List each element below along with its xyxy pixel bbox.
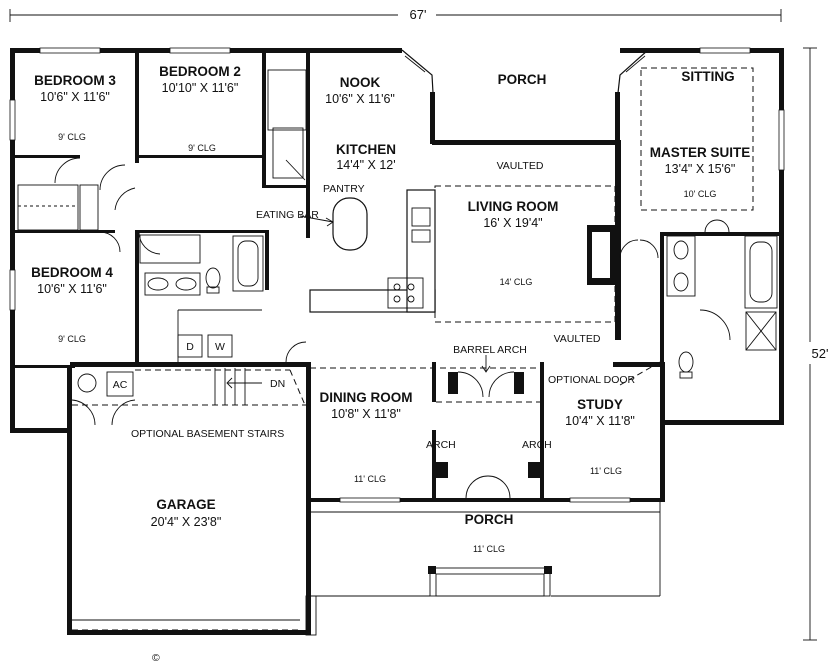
kitchen-fixtures — [299, 189, 436, 313]
windows — [9, 47, 785, 503]
arch-label-left: ARCH — [426, 439, 456, 451]
laundry: D W — [177, 309, 307, 363]
room-bedroom-2-ceiling: 9' CLG — [188, 143, 216, 153]
room-bedroom-4-size: 10'6" X 11'6" — [37, 282, 107, 296]
room-rear-porch-name: PORCH — [498, 72, 547, 87]
optional-door-label: OPTIONAL DOOR — [548, 374, 636, 386]
room-sitting: SITTING — [681, 69, 734, 84]
depth-dimension: 52' — [803, 47, 829, 641]
room-bedroom-4-name: BEDROOM 4 — [31, 265, 113, 280]
room-dining-room-name: DINING ROOM — [320, 390, 413, 405]
room-sitting-name: SITTING — [681, 69, 734, 84]
dryer-label: D — [186, 341, 194, 353]
garage-door — [72, 619, 300, 631]
bedroom-hall-closets — [17, 69, 307, 255]
room-kitchen-name: KITCHEN — [336, 142, 396, 157]
front-entry — [310, 355, 540, 499]
room-garage: GARAGE 20'4" X 23'8" — [151, 497, 222, 529]
room-front-porch-ceiling: 11' CLG — [473, 544, 505, 554]
width-dimension: 67' — [9, 7, 782, 22]
room-bedroom-2-size: 10'10" X 11'6" — [162, 81, 239, 95]
room-bedroom-4: BEDROOM 4 10'6" X 11'6" 9' CLG — [31, 265, 113, 344]
basement-stairs — [72, 368, 310, 406]
room-garage-size: 20'4" X 23'8" — [151, 515, 222, 529]
front-porch-details — [305, 502, 661, 636]
room-study-ceiling: 11' CLG — [590, 466, 622, 476]
bay-window-sitting — [617, 49, 649, 94]
arch-label-right: ARCH — [522, 439, 552, 451]
room-rear-porch: PORCH — [498, 72, 547, 87]
vaulted-label-lower: VAULTED — [554, 333, 601, 345]
mechanical: AC — [71, 371, 136, 426]
room-labels: BEDROOM 3 10'6" X 11'6" 9' CLG BEDROOM 2 10'… — [31, 64, 750, 554]
living-room-details — [434, 67, 754, 323]
room-bedroom-2-name: BEDROOM 2 — [159, 64, 241, 79]
room-kitchen-size: 14'4" X 12' — [336, 158, 395, 172]
interior-walls — [15, 53, 779, 498]
ac-label: AC — [113, 379, 128, 391]
down-label: DN — [270, 378, 285, 390]
room-living-room-name: LIVING ROOM — [468, 199, 559, 214]
washer-label: W — [215, 341, 225, 353]
barrel-arch-label: BARREL ARCH — [453, 344, 527, 356]
copyright-mark: © — [152, 652, 160, 664]
room-master-suite: MASTER SUITE 13'4" X 15'6" 10' CLG — [650, 145, 751, 199]
room-study-name: STUDY — [577, 397, 623, 412]
room-nook-name: NOOK — [340, 75, 381, 90]
room-front-porch: PORCH 11' CLG — [465, 512, 514, 554]
room-bedroom-3-size: 10'6" X 11'6" — [40, 90, 110, 104]
room-dining-room: DINING ROOM 10'8" X 11'8" 11' CLG — [320, 390, 413, 484]
misc-labels: PANTRY EATING BAR VAULTED VAULTED BARREL… — [131, 160, 636, 664]
room-study: STUDY 10'4" X 11'8" 11' CLG — [565, 397, 635, 476]
room-nook-size: 10'6" X 11'6" — [325, 92, 395, 106]
basement-stairs-label: OPTIONAL BASEMENT STAIRS — [131, 428, 284, 440]
hall-bath — [139, 234, 264, 296]
exterior-walls — [10, 48, 784, 635]
vaulted-label-upper: VAULTED — [497, 160, 544, 172]
room-living-room-size: 16' X 19'4" — [483, 216, 542, 230]
room-dining-room-size: 10'8" X 11'8" — [331, 407, 401, 421]
room-nook: NOOK 10'6" X 11'6" — [325, 75, 395, 106]
pantry-label: PANTRY — [323, 183, 365, 195]
room-master-suite-name: MASTER SUITE — [650, 145, 751, 160]
depth-label: 52' — [812, 346, 829, 361]
room-bedroom-4-ceiling: 9' CLG — [58, 334, 86, 344]
eating-bar-label: EATING BAR — [256, 209, 319, 221]
room-garage-name: GARAGE — [156, 497, 215, 512]
room-bedroom-3-ceiling: 9' CLG — [58, 132, 86, 142]
room-bedroom-3: BEDROOM 3 10'6" X 11'6" 9' CLG — [34, 73, 116, 142]
room-dining-room-ceiling: 11' CLG — [354, 474, 386, 484]
room-living-room-ceiling: 14' CLG — [500, 277, 533, 287]
room-master-suite-ceiling: 10' CLG — [684, 189, 717, 199]
room-front-porch-name: PORCH — [465, 512, 514, 527]
room-bedroom-3-name: BEDROOM 3 — [34, 73, 116, 88]
room-master-suite-size: 13'4" X 15'6" — [665, 162, 736, 176]
room-living-room: LIVING ROOM 16' X 19'4" 14' CLG — [468, 199, 559, 287]
bay-window-nook — [401, 49, 434, 94]
room-study-size: 10'4" X 11'8" — [565, 414, 635, 428]
width-label: 67' — [410, 7, 427, 22]
master-bath — [619, 219, 778, 386]
room-bedroom-2: BEDROOM 2 10'10" X 11'6" 9' CLG — [159, 64, 241, 153]
